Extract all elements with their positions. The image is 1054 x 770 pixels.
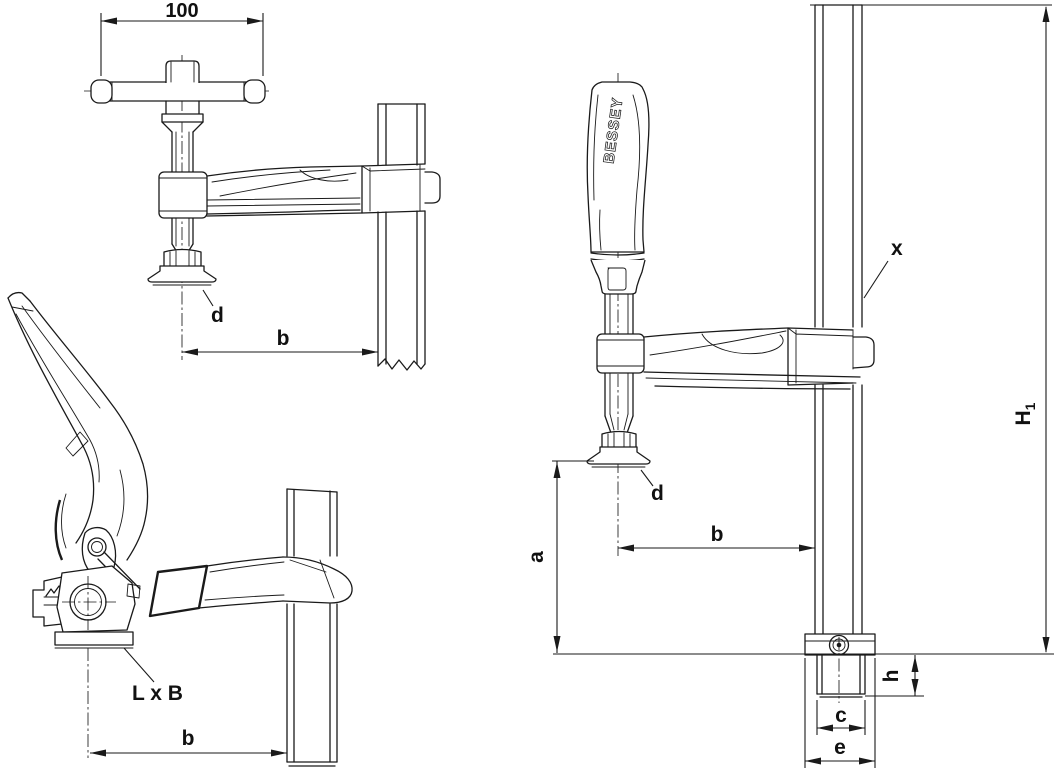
main-clamp-view: BESSEY xyxy=(525,4,1054,768)
handle-main: BESSEY xyxy=(586,81,650,295)
dim-label-h1: H1 xyxy=(1012,402,1038,425)
t-bar-handle xyxy=(90,60,266,104)
slide-nose-main xyxy=(852,336,875,369)
slide-nose-top-left xyxy=(424,171,441,204)
rail-top-left xyxy=(377,103,426,371)
dim-handle-width-100: 100 xyxy=(100,0,264,76)
dim-end-width-e: e xyxy=(804,658,876,768)
dim-label-b-lever: b xyxy=(182,727,195,750)
dim-rail-height-h1: H1 xyxy=(1012,6,1050,653)
arm-front-face xyxy=(148,564,209,618)
dim-label-c: c xyxy=(835,704,847,727)
arm-top-left xyxy=(158,163,441,219)
t-handle-variant-view: 100 d b xyxy=(84,0,441,371)
foot-plate xyxy=(54,631,134,646)
pressure-pad-main xyxy=(586,430,651,468)
dim-label-a: a xyxy=(525,551,548,563)
dim-label-b-top: b xyxy=(277,327,290,350)
dim-label-100: 100 xyxy=(165,0,198,22)
rail-end-stop xyxy=(804,633,876,703)
dim-label-h: h xyxy=(880,670,903,683)
dim-reach-b-lever: b xyxy=(90,727,287,757)
dim-end-height-h: h xyxy=(865,655,924,697)
spindle-main xyxy=(604,293,634,434)
label-pad-d-main: d xyxy=(640,469,664,505)
lever-handle xyxy=(7,291,149,561)
dim-rail-thickness-c: c xyxy=(816,700,866,735)
dim-reach-b-top-left: b xyxy=(182,327,378,356)
label-pad-size: L x B xyxy=(123,647,183,705)
dim-label-d: d xyxy=(211,304,224,327)
lever-variant-view: L x B b xyxy=(7,291,353,767)
dim-label-lxb: L x B xyxy=(132,682,183,705)
handle-lower-cap xyxy=(590,259,646,295)
label-pad-d-top-left: d xyxy=(202,289,224,327)
label-profile-x: x xyxy=(863,237,903,299)
pressure-pad-top-left xyxy=(147,248,217,286)
bracket-hook xyxy=(32,576,63,627)
dim-reach-b-main: b xyxy=(618,523,815,552)
arm-main xyxy=(596,327,875,390)
dim-label-d-main: d xyxy=(651,482,664,505)
cam-mechanism xyxy=(32,526,141,649)
rail-bottom-left xyxy=(286,488,338,767)
dim-label-b-main: b xyxy=(711,523,724,546)
arm-bottom-left xyxy=(148,556,353,618)
rail-break-line xyxy=(377,358,426,371)
dim-label-e: e xyxy=(834,736,846,759)
rail-main xyxy=(814,4,863,635)
dim-opening-a: a xyxy=(525,460,594,653)
dim-label-x: x xyxy=(891,237,903,260)
